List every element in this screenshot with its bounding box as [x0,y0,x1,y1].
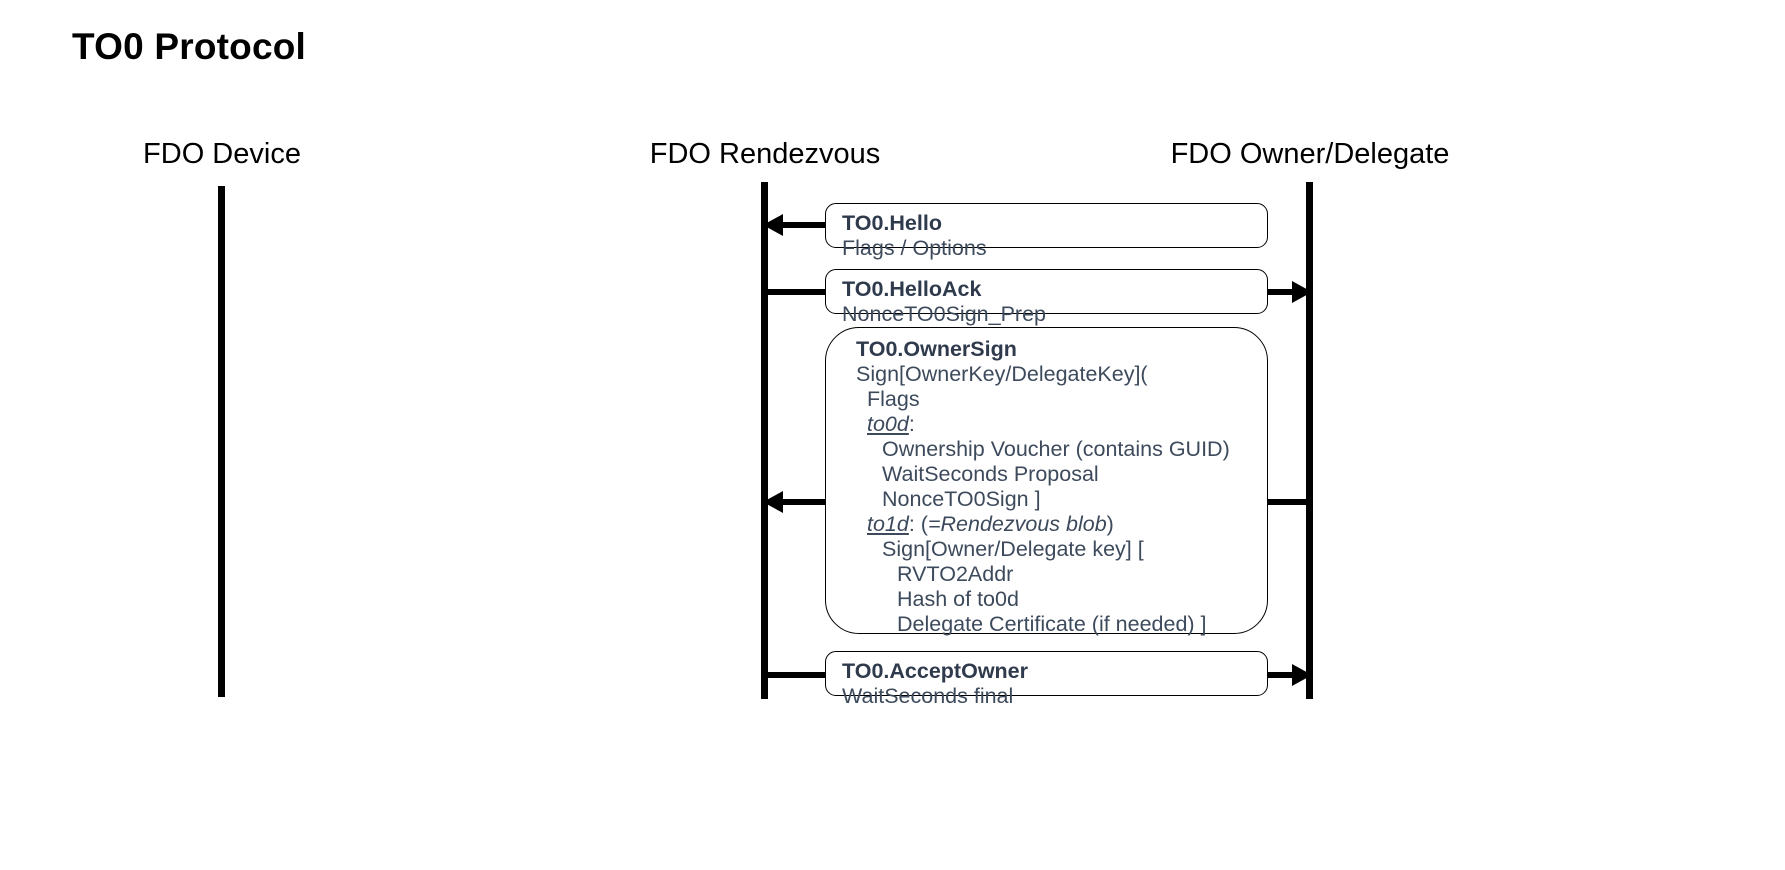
message-line-to0-ownersign-4: WaitSeconds Proposal [882,462,1099,486]
lifeline-fdo-owner-delegate [1306,182,1313,699]
message-line-to0-ownersign-8: RVTO2Addr [897,562,1014,586]
lifeline-label-fdo-device: FDO Device [143,138,301,170]
lifeline-fdo-device [218,186,225,697]
message-box-to0-hello[interactable]: TO0.Hello Flags / Options [825,203,1268,260]
arrow-head-left-icon-to0-hello [763,214,783,236]
arrow-head-right-icon-to0-helloack [1292,281,1312,303]
message-box-to0-ownersign[interactable]: TO0.OwnerSign Sign[OwnerKey/DelegateKey]… [825,327,1268,636]
lifeline-fdo-rendezvous [761,182,768,699]
message-line-to0-ownersign-9: Hash of to0d [897,587,1019,611]
message-line-to0-ownersign-0: Sign[OwnerKey/DelegateKey]( [856,362,1148,386]
arrow-shaft-to0-helloack-right [1258,289,1308,295]
arrow-shaft-to0-hello [775,222,837,228]
message-line-to0-ownersign-3: Ownership Voucher (contains GUID) [882,437,1230,461]
arrow-head-right-icon-to0-acceptowner [1292,664,1312,686]
message-title-to0-ownersign: TO0.OwnerSign [856,337,1017,361]
arrow-shaft-to0-acceptowner [765,672,837,678]
message-line-to0-hello-0: Flags / Options [842,236,987,260]
message-line-to0-helloack-0: NonceTO0Sign_Prep [842,302,1046,326]
message-title-to0-helloack: TO0.HelloAck [842,277,982,301]
message-box-to0-helloack[interactable]: TO0.HelloAck NonceTO0Sign_Prep [825,269,1268,326]
message-title-to0-acceptowner: TO0.AcceptOwner [842,659,1028,683]
message-line-to0-ownersign-10: Delegate Certificate (if needed) ] [897,612,1207,636]
arrow-shaft-to0-acceptowner-right [1258,672,1308,678]
message-line-to0-ownersign-6: to1d: (=Rendezvous blob) [867,512,1114,536]
page-title: TO0 Protocol [72,26,307,67]
arrow-shaft-to0-ownersign-right [1258,499,1310,505]
message-line-to0-ownersign-7: Sign[Owner/Delegate key] [ [882,537,1144,561]
arrow-head-left-icon-to0-ownersign [763,491,783,513]
message-line-to0-acceptowner-0: WaitSeconds final [842,684,1014,708]
message-box-to0-acceptowner[interactable]: TO0.AcceptOwner WaitSeconds final [825,651,1268,708]
arrow-shaft-to0-ownersign [775,499,837,505]
lifeline-label-fdo-owner-delegate: FDO Owner/Delegate [1170,138,1450,170]
message-line-to0-ownersign-1: Flags [867,387,920,411]
message-title-to0-hello: TO0.Hello [842,211,942,235]
message-line-to0-ownersign-2: to0d: [867,412,915,436]
arrow-shaft-to0-helloack [765,289,837,295]
message-line-to0-ownersign-5: NonceTO0Sign ] [882,487,1041,511]
lifeline-label-fdo-rendezvous: FDO Rendezvous [649,138,881,170]
